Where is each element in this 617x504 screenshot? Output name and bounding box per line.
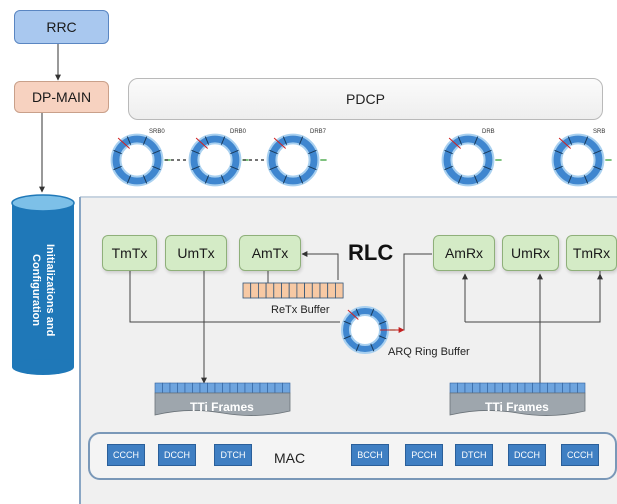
retx-buffer-cell <box>327 282 336 299</box>
retx-buffer-cell <box>288 282 298 299</box>
retx-buffer-cell <box>257 282 267 299</box>
tti-frames-right <box>449 382 586 416</box>
retx-buffer-cell <box>265 282 275 299</box>
tti-frames-right-strip <box>449 382 586 394</box>
ring-buffers <box>110 133 612 354</box>
retx-buffer-grid <box>242 282 344 299</box>
retx-buffer-cell <box>319 282 329 299</box>
tti-frames-left <box>154 382 291 416</box>
retx-buffer-cell <box>296 282 305 299</box>
tti-frames-left-body <box>154 392 291 416</box>
retx-buffer-cell <box>281 282 290 299</box>
ring-buffer-drb7 <box>266 133 327 187</box>
retx-buffer-cell <box>250 282 259 299</box>
retx-buffer-cell <box>334 282 344 299</box>
retx-buffer-cell <box>273 282 282 299</box>
tti-frames-right-body <box>449 392 586 416</box>
ring-buffer-srb <box>551 133 612 187</box>
retx-buffer-cell <box>304 282 313 299</box>
tti-frames-left-strip <box>154 382 291 394</box>
init-cylinder <box>11 194 75 375</box>
retx-buffer-cell <box>311 282 321 299</box>
rlc-to-amtx-arrow <box>301 251 339 280</box>
ring-buffer-drb0 <box>188 133 249 187</box>
retx-buffer-cell <box>242 282 252 299</box>
rlc-region <box>80 197 617 504</box>
ring-buffer-drb <box>441 133 502 187</box>
tmtx-connector <box>129 271 340 323</box>
ring-buffer-srb0 <box>110 133 171 187</box>
